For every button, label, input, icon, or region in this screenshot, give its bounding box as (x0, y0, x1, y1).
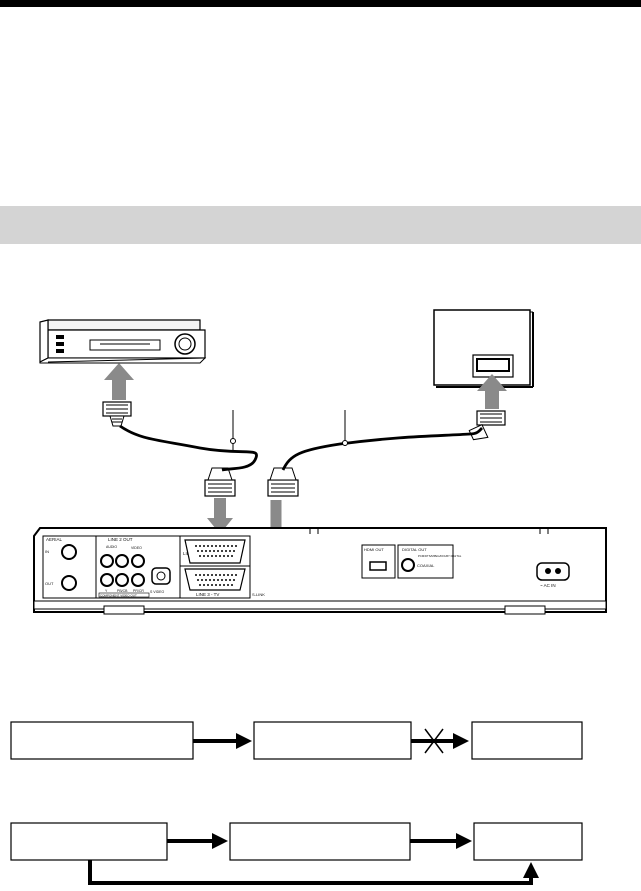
scart-cable-tv (281, 427, 484, 471)
flow1-box-2 (253, 721, 412, 760)
scart-plug-vcr (102, 401, 132, 427)
callout-dot-1 (230, 438, 236, 444)
flow2-box-2 (229, 822, 411, 861)
flow2-box-3 (473, 822, 583, 861)
scart-cable-vcr (119, 424, 258, 472)
svg-text:HDMI OUT: HDMI OUT (364, 547, 384, 552)
svg-text:S VIDEO: S VIDEO (150, 590, 164, 594)
flow1-box-1 (10, 721, 194, 760)
svg-text:AERIAL: AERIAL (46, 537, 63, 542)
svg-text:LINE 3 - TV: LINE 3 - TV (196, 592, 219, 597)
flow1-box-3 (471, 721, 583, 760)
flow2-box-1 (10, 822, 168, 861)
svg-text:S-LINK: S-LINK (252, 592, 265, 597)
svg-text:Y: Y (105, 589, 108, 593)
svg-text:DIGITAL OUT: DIGITAL OUT (402, 547, 427, 552)
top-rule (0, 0, 641, 7)
flow-diagram-allowed (10, 822, 583, 885)
svg-text:COMPONENT VIDEO OUT: COMPONENT VIDEO OUT (100, 594, 137, 598)
svg-text:AUDIO: AUDIO (106, 545, 117, 549)
vcr-illustration (39, 319, 207, 364)
arrow-to-tv (477, 374, 507, 409)
svg-text:COAXIAL: COAXIAL (417, 563, 435, 568)
svg-text:~ AC IN: ~ AC IN (540, 583, 556, 588)
svg-text:OUT: OUT (45, 581, 54, 586)
tv-illustration (433, 309, 534, 388)
section-heading-band (0, 206, 641, 244)
svg-text:PR/CR: PR/CR (133, 589, 144, 593)
arrow-into-line1 (207, 498, 233, 534)
svg-text:PCM/DTS/MPEG/DOLBY DIGITAL: PCM/DTS/MPEG/DOLBY DIGITAL (418, 554, 462, 558)
scart-plug-line1 (204, 467, 236, 497)
svg-text:LINE 2 OUT: LINE 2 OUT (108, 537, 133, 542)
recorder-rear-panel: AERIAL IN OUT LINE 2 OUT AUDIO VIDEO Y P… (33, 527, 607, 615)
callout-dot-2 (342, 440, 348, 446)
svg-text:PB/CB: PB/CB (117, 589, 128, 593)
svg-text:IN: IN (45, 549, 49, 554)
scart-plug-tv (468, 410, 506, 441)
scart-plug-line3 (267, 467, 299, 497)
svg-text:VIDEO: VIDEO (131, 546, 142, 550)
flow-diagram-not-allowed (10, 721, 583, 760)
arrow-to-vcr (104, 363, 134, 400)
